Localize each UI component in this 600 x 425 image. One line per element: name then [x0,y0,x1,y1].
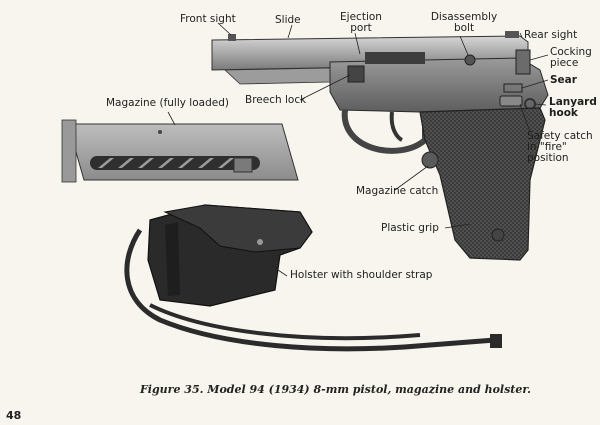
cartridges [98,158,234,168]
label-magazine: Magazine (fully loaded) [106,97,229,109]
cocking-piece [515,49,531,75]
magazine-follower-button [233,157,253,173]
label-safety-catch-line2: in "fire" [527,141,567,153]
label-safety-catch-line3: position [527,152,569,164]
magazine [61,119,299,183]
label-plastic-grip: Plastic grip [381,222,439,234]
front-sight [228,34,236,41]
label-ejection-port-line2: port [350,22,372,34]
label-lanyard-hook: Lanyard hook [549,97,597,119]
disassembly-bolt [464,54,476,66]
label-sear: Sear [550,74,577,86]
page-number: 48 [6,409,22,422]
label-cocking-piece: Cocking piece [550,47,592,69]
label-disassembly-bolt: Disassembly bolt [426,12,502,34]
grip-screw [491,228,505,242]
safety-catch [499,95,523,107]
holster-flap [163,204,313,253]
label-ejection-port: Ejection port [336,12,386,34]
holster-snap [257,239,263,245]
pistol [211,31,549,261]
figure-caption: Figure 35. Model 94 (1934) 8-mm pistol, … [140,383,531,396]
label-safety-catch: Safety catch in "fire" position [527,131,593,164]
label-rear-sight: Rear sight [524,29,578,41]
ejection-port [365,52,425,64]
label-lanyard-hook-line1: Lanyard [549,96,597,108]
breech-lock [347,65,365,83]
magazine-body [67,123,299,181]
label-slide: Slide [275,14,301,26]
trigger-guard [341,109,428,154]
sear [503,83,523,93]
shoulder-strap [124,228,496,352]
label-ejection-port-line1: Ejection [340,11,382,23]
label-cocking-piece-line2: piece [550,57,579,69]
rear-sight [505,31,519,38]
label-front-sight: Front sight [180,13,236,25]
label-holster: Holster with shoulder strap [290,269,433,281]
label-safety-catch-line1: Safety catch [527,130,593,142]
trigger [389,111,404,142]
label-disassembly-bolt-line1: Disassembly [430,11,498,23]
label-cocking-piece-line1: Cocking [550,46,592,58]
leader-lines [167,22,549,277]
label-magazine-catch: Magazine catch [356,185,439,197]
magazine-window [90,156,260,170]
label-breech-lock: Breech lock [245,94,307,106]
label-lanyard-hook-line2: hook [549,107,578,119]
holster [124,204,502,352]
label-disassembly-bolt-line2: bolt [453,22,475,34]
magazine-catch [421,151,439,169]
